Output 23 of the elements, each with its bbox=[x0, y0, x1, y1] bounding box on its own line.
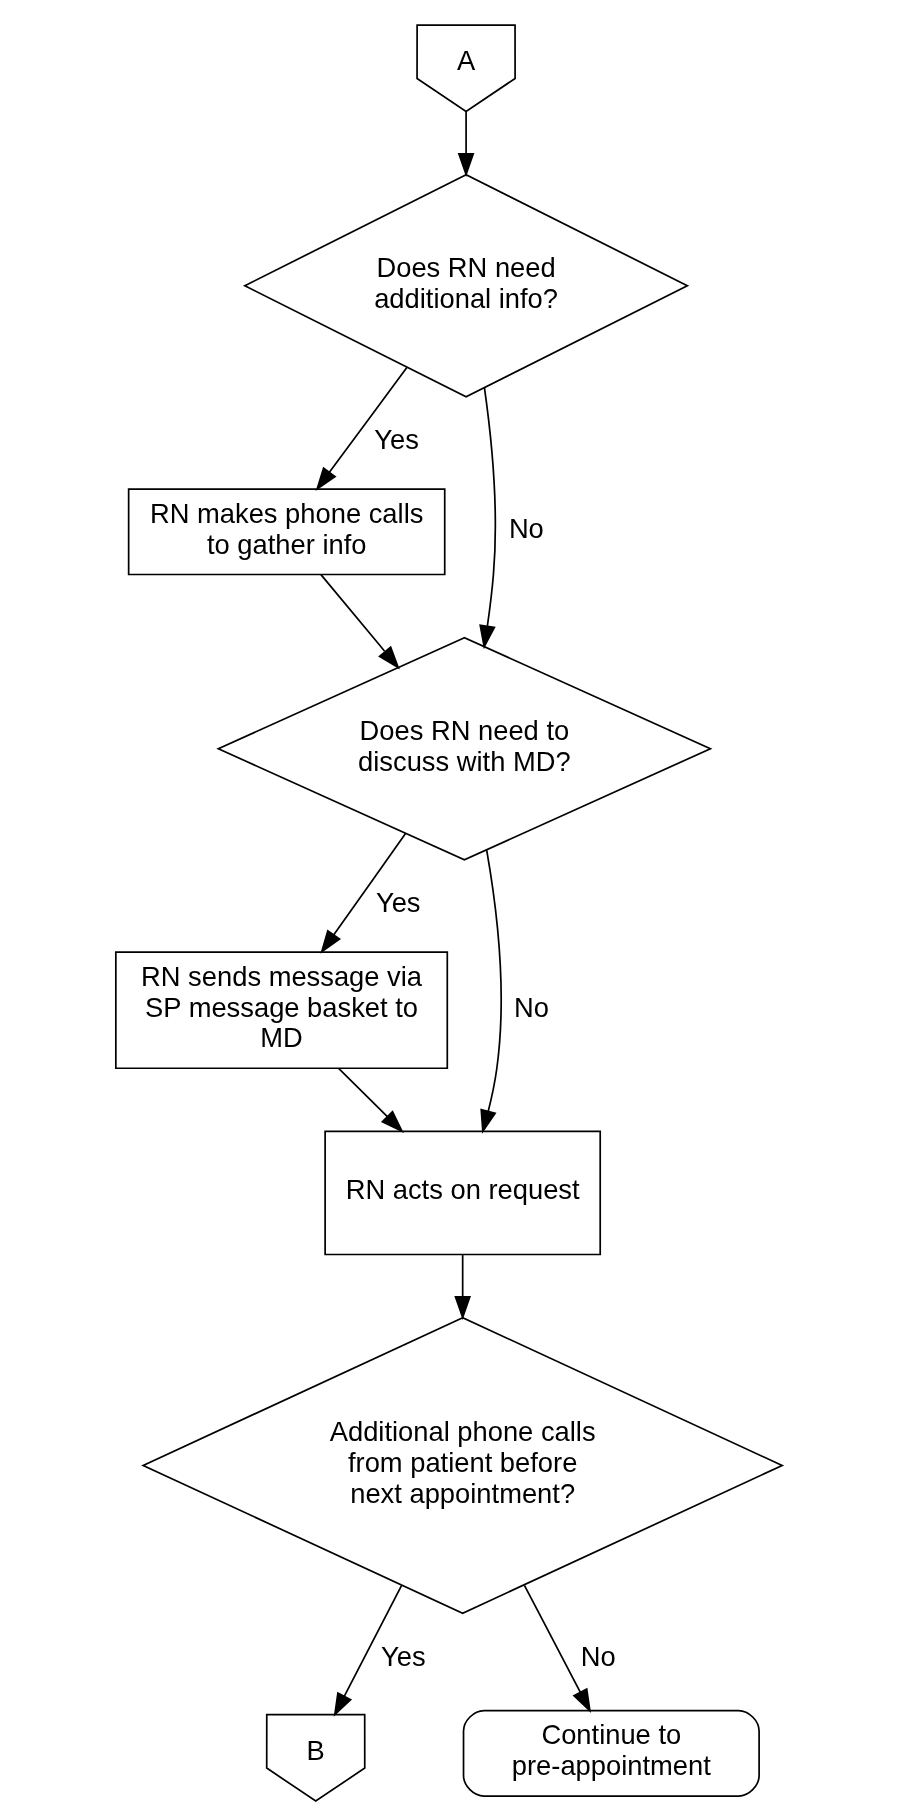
arrow bbox=[320, 573, 400, 670]
node-box: RN makes phone calls to gather info bbox=[127, 488, 446, 576]
arrow bbox=[457, 110, 475, 177]
edge-label: No bbox=[514, 991, 549, 1023]
arrow bbox=[523, 1584, 592, 1713]
edge-label: Yes bbox=[374, 424, 419, 456]
arrow bbox=[315, 366, 408, 491]
arrow bbox=[454, 1254, 472, 1320]
node-box: RN sends message via SP message basket to MD bbox=[114, 951, 449, 1070]
edge-label: Yes bbox=[381, 1640, 426, 1672]
node-box: Continue to pre-appointment bbox=[462, 1709, 760, 1797]
node-diamond: Does RN need to discuss with MD? bbox=[216, 636, 713, 861]
arrow bbox=[480, 849, 502, 1134]
edge-label: Yes bbox=[375, 887, 421, 919]
node-box: RN acts on request bbox=[324, 1130, 602, 1256]
node-diamond: Additional phone calls from patient before next appointment? bbox=[141, 1316, 785, 1615]
arrow bbox=[333, 1584, 403, 1717]
arrow bbox=[320, 832, 407, 954]
node-diamond: Does RN need additional info? bbox=[242, 173, 690, 398]
arrow bbox=[479, 386, 497, 650]
edge-label: No bbox=[508, 513, 544, 545]
edge-label: No bbox=[580, 1640, 616, 1672]
arrow bbox=[338, 1067, 404, 1133]
